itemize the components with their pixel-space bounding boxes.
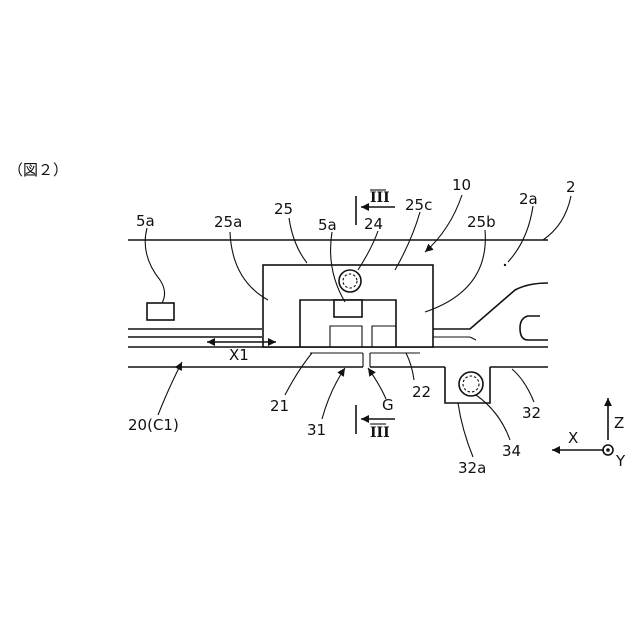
leader-g <box>368 368 386 399</box>
label-III-bottom: III <box>370 425 390 441</box>
label-III-top: III <box>370 190 390 206</box>
label-axis-y: Y <box>615 452 626 470</box>
label-g: G <box>382 396 394 414</box>
leader-25b <box>425 230 485 312</box>
label-32: 32 <box>522 404 541 422</box>
leader-31 <box>322 368 345 419</box>
label-5a-mid: 5a <box>318 216 337 234</box>
label-21: 21 <box>270 397 289 415</box>
label-34: 34 <box>502 442 521 460</box>
leader-20c1 <box>158 362 182 415</box>
leader-32a <box>458 403 473 457</box>
label-22: 22 <box>412 383 431 401</box>
label-x1: X1 <box>229 346 249 364</box>
leader-2a <box>508 206 533 262</box>
leader-32 <box>512 369 534 402</box>
label-2a: 2a <box>519 190 538 208</box>
label-axis-z: Z <box>614 414 624 432</box>
label-25c: 25c <box>405 196 432 214</box>
label-5a-left: 5a <box>136 212 155 230</box>
label-24: 24 <box>364 215 383 233</box>
label-20c1: 20(C1) <box>128 416 179 434</box>
label-axis-x: X <box>568 429 578 447</box>
label-2: 2 <box>566 178 576 196</box>
label-10: 10 <box>452 176 471 194</box>
leader-21 <box>285 353 312 395</box>
label-31: 31 <box>307 421 326 439</box>
component-5a-left-box <box>147 303 174 320</box>
label-32a: 32a <box>458 459 486 477</box>
axis-y-dot <box>606 448 610 452</box>
figure-caption: （図２） <box>8 161 68 179</box>
leader-24 <box>358 231 378 270</box>
leader-2 <box>543 196 571 240</box>
label-25b: 25b <box>467 213 496 231</box>
leader-2a-dot <box>504 264 506 266</box>
rail-join-stub <box>470 337 476 340</box>
rail-right-end-hook <box>520 316 548 340</box>
rail-upper-right-curve <box>433 283 548 329</box>
label-25a: 25a <box>214 213 242 231</box>
component-5a-mid-box <box>334 300 362 317</box>
label-25: 25 <box>274 200 293 218</box>
leader-25c <box>395 212 420 270</box>
